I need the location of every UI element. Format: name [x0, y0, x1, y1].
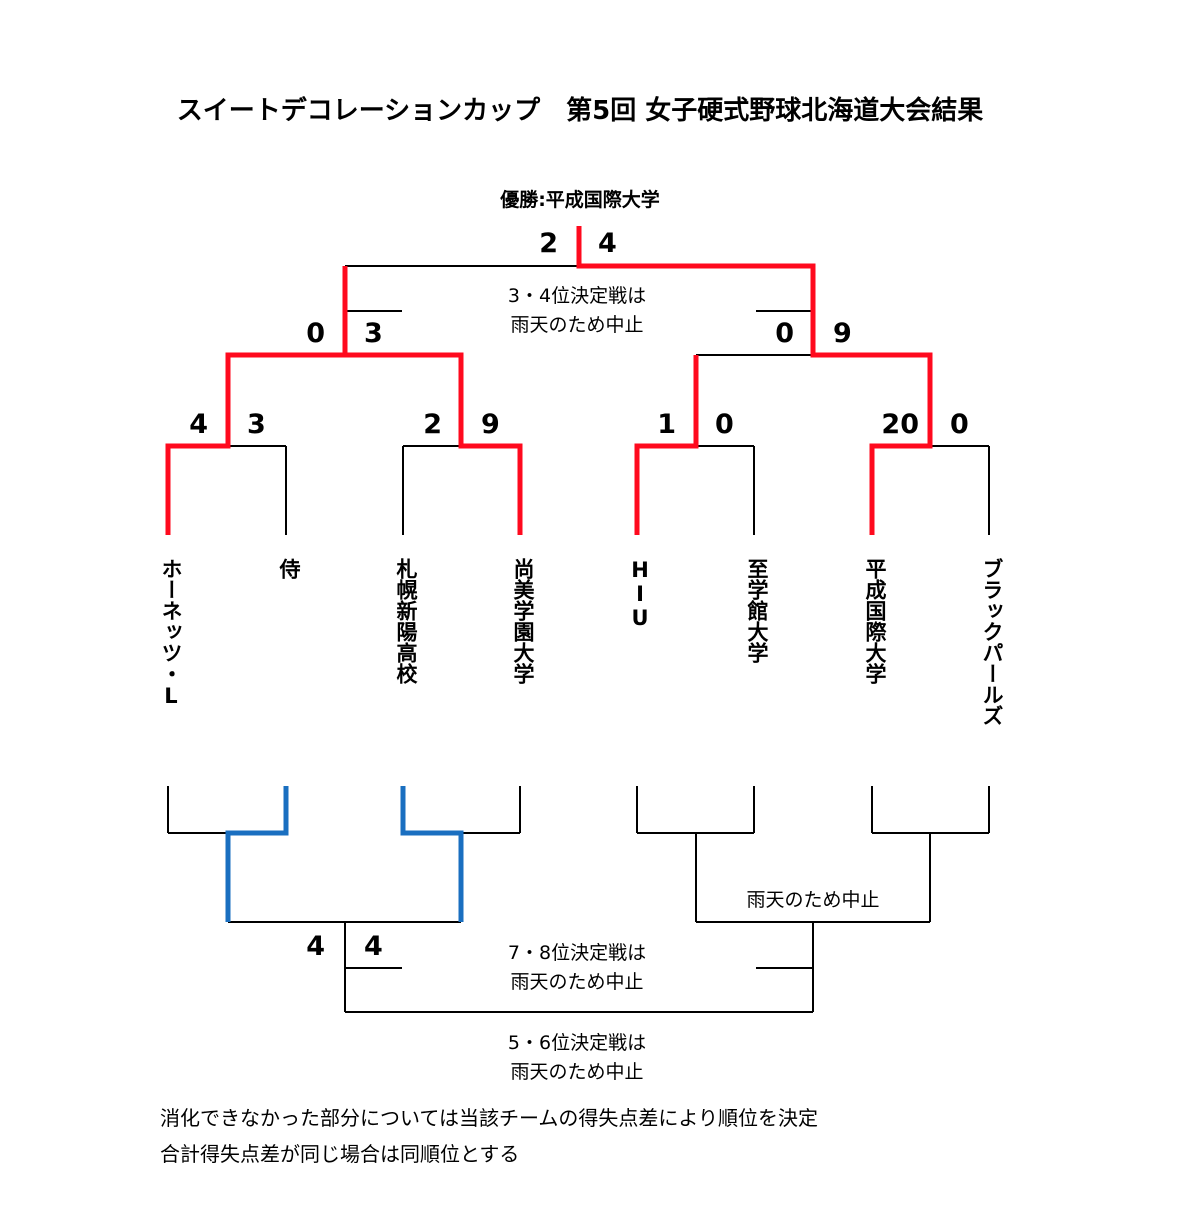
third-place-note-line-1: 3・4位決定戦は [507, 285, 647, 307]
team-name-6: 至学館大学 [745, 558, 769, 663]
page-title: スイートデコレーションカップ 第5回 女子硬式野球北海道大会結果 [176, 96, 984, 126]
winner-paths [165, 226, 933, 535]
r1-m2-right-score: 9 [481, 409, 500, 440]
team-name-5: HIU [628, 558, 652, 630]
winner-path-team-1 [165, 352, 345, 535]
team-name-8: ブラックパールズ [980, 558, 1004, 726]
r1-m3-left-score: 1 [657, 409, 676, 440]
sf1-left-score: 0 [306, 318, 325, 349]
fifth-place-note-line-1: 5・6位決定戦は [507, 1032, 647, 1054]
third-place-note-line-2: 雨天のため中止 [510, 314, 644, 336]
lower-winner-paths [225, 786, 464, 922]
r1-m4-right-score: 0 [950, 409, 969, 440]
lower-winner-path-team-2 [225, 786, 289, 922]
final-right-score: 4 [598, 228, 617, 259]
r1-m2-left-score: 2 [423, 409, 442, 440]
final-left-score: 2 [539, 228, 558, 259]
footer-note-2: 合計得失点差が同じ場合は同順位とする [160, 1142, 520, 1166]
r1-m3-right-score: 0 [715, 409, 734, 440]
team-name-3: 札幌新陽高校 [394, 558, 418, 684]
r1-m1-right-score: 3 [247, 409, 266, 440]
champion-label: 優勝:平成国際大学 [500, 189, 660, 211]
sf2-left-score: 0 [775, 318, 794, 349]
team-name-7: 平成国際大学 [863, 558, 887, 684]
fifth-place-note: 5・6位決定戦は 雨天のため中止 [457, 1029, 697, 1087]
r1-m4-left-score: 20 [881, 409, 919, 440]
seventh-place-note: 7・8位決定戦は 雨天のため中止 [457, 939, 697, 997]
third-place-note: 3・4位決定戦は 雨天のため中止 [457, 282, 697, 340]
fifth-place-note-line-2: 雨天のため中止 [510, 1061, 644, 1083]
winner-path-team-4 [342, 266, 523, 535]
consolation-right-note: 雨天のため中止 [746, 889, 880, 911]
sf2-right-score: 9 [833, 318, 852, 349]
winner-path-team-7 [576, 226, 933, 535]
sf1-right-score: 3 [364, 318, 383, 349]
r1-m1-left-score: 4 [189, 409, 208, 440]
lower-winner-path-team-3 [400, 786, 464, 922]
team-name-4: 尚美学園大学 [511, 558, 535, 684]
team-name-2: 侍 [277, 558, 301, 579]
consolation-left-score: 4 [306, 931, 325, 962]
consolation-right-score: 4 [364, 931, 383, 962]
seventh-place-note-line-1: 7・8位決定戦は [507, 942, 647, 964]
winner-path-team-5 [634, 355, 699, 535]
team-name-1: ホーネッツ・L [159, 558, 183, 708]
footer-note-1: 消化できなかった部分については当該チームの得失点差により順位を決定 [160, 1106, 818, 1130]
seventh-place-note-line-2: 雨天のため中止 [510, 971, 644, 993]
